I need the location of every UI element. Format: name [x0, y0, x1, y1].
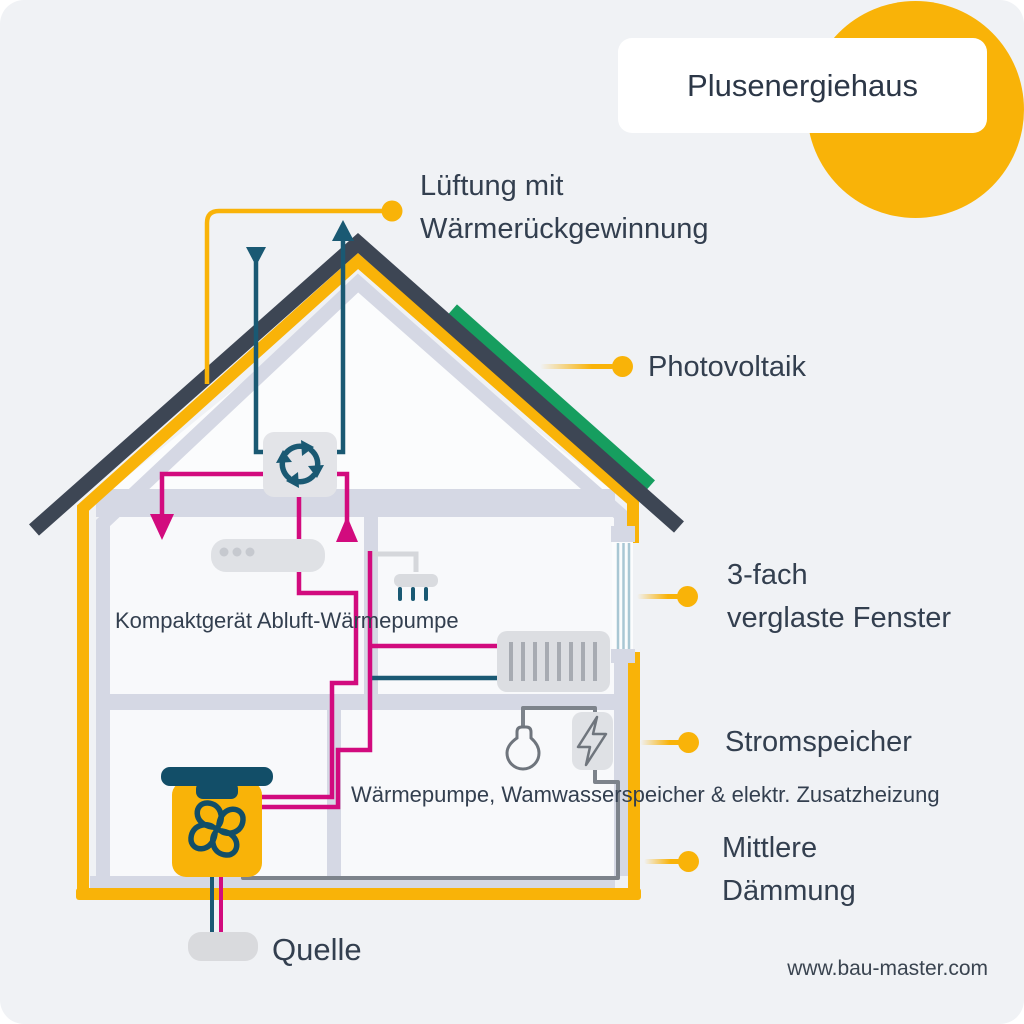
device-dot: [245, 547, 255, 557]
callout-battery-storage: Stromspeicher: [725, 726, 912, 758]
radiator-fins: [509, 642, 597, 681]
callout-photovoltaic: Photovoltaik: [648, 351, 806, 383]
window-triple-glazing: [616, 543, 631, 649]
mid-floor-slab: [110, 694, 615, 710]
ground-source: [188, 932, 258, 961]
window-top-frame: [611, 526, 635, 542]
attic-space: [112, 288, 610, 489]
warm-air-arrow-down: [150, 514, 174, 540]
heating-pipe-riser: [262, 551, 373, 810]
bulb-icon: [505, 725, 541, 771]
callout-source: Quelle: [272, 932, 362, 967]
shower-pipe: [372, 551, 419, 572]
callout-windows: 3-fach verglaste Fenster: [727, 559, 952, 634]
heating-pipe-supply: [262, 495, 359, 800]
battery-leader-line: [640, 740, 682, 745]
warm-air-pipe-left: [159, 471, 270, 516]
extract-air-arrow-up: [336, 516, 358, 542]
battery-storage-box: [572, 712, 613, 770]
battery-leader-dot: [678, 732, 699, 753]
insulation-layer: [77, 252, 639, 896]
heat-recovery-unit: [263, 432, 337, 497]
insulation-leader-dot: [678, 851, 699, 872]
page-title: Plusenergiehaus: [687, 67, 918, 103]
ventilation-leader-dot: [381, 200, 403, 222]
heat-pump-cap: [161, 767, 273, 786]
pinwheel-fan-icon: [188, 800, 246, 858]
callout-ventilation: Lüftung mit Wärmerückgewinnung: [420, 170, 709, 245]
compact-ventilation-device: [211, 539, 325, 572]
circular-arrows-icon: [276, 440, 324, 488]
insulation-leader-line: [644, 859, 682, 864]
ventilation-leader-line: [204, 208, 392, 384]
label-compact-unit: Kompaktgerät Abluft-Wärmepumpe: [115, 608, 459, 633]
title-card: Plusenergiehaus: [618, 38, 987, 133]
label-heat-pump-unit: Wärmepumpe, Wamwasserspeicher & elektr. …: [351, 782, 940, 807]
windows-leader-dot: [677, 586, 698, 607]
device-dot: [219, 547, 229, 557]
fresh-air-arrow: [332, 220, 354, 241]
right-wall-lower: [628, 652, 640, 892]
window-bottom-frame: [611, 649, 635, 663]
website-url: www.bau-master.com: [787, 957, 988, 980]
photovoltaic-leader-dot: [612, 356, 633, 377]
shower-water-drops: [398, 587, 428, 601]
roof-outline: [29, 232, 684, 536]
exhaust-air-arrow: [246, 247, 266, 266]
callout-insulation: Mittlere Dämmung: [722, 832, 856, 907]
attic-ceiling-slab: [96, 489, 615, 517]
photovoltaic-leader-line: [540, 364, 614, 369]
windows-leader-line: [637, 594, 681, 599]
device-dot: [232, 547, 242, 557]
shower-head-icon: [394, 574, 438, 587]
heat-pump-cap-tab: [196, 782, 238, 799]
inner-wall-lining: [96, 273, 628, 884]
photovoltaic-panel: [447, 304, 655, 492]
lightning-bolt-icon: [576, 715, 608, 767]
house-base: [76, 888, 641, 900]
